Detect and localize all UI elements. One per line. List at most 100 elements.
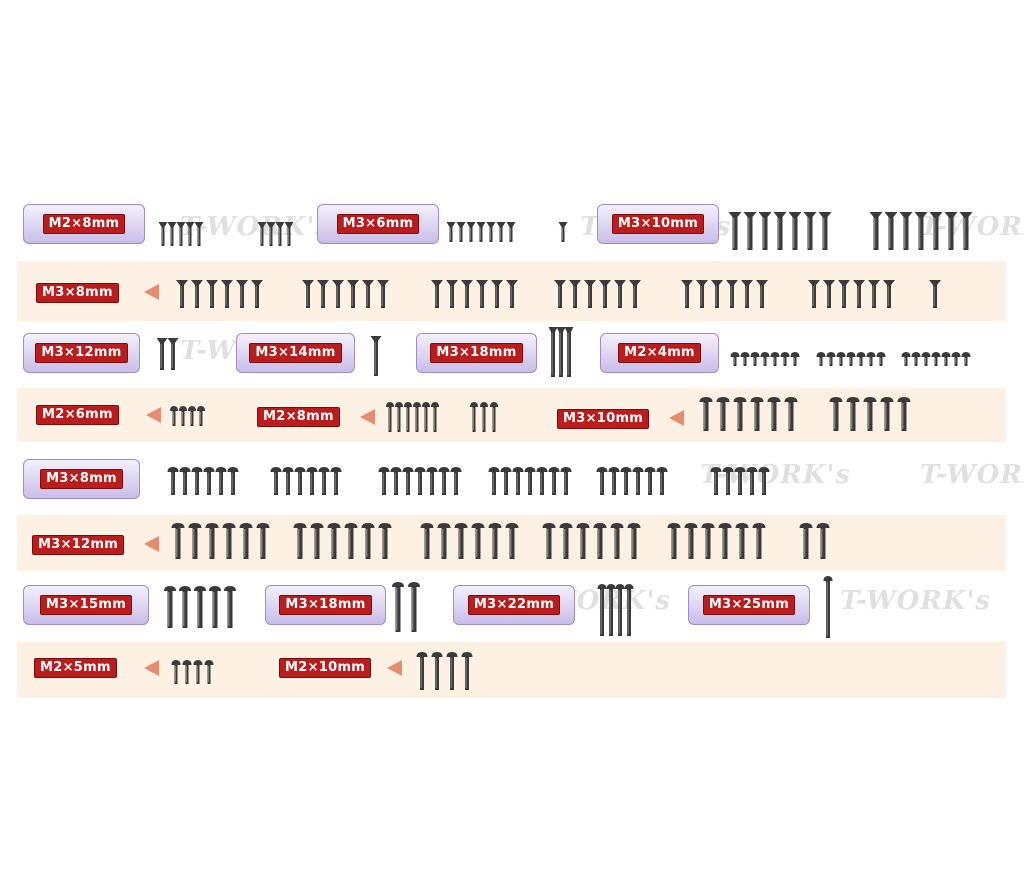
screw-icon <box>701 523 715 559</box>
screw-icon <box>536 467 548 495</box>
screw-icon <box>191 280 203 308</box>
screw-icon <box>490 402 498 432</box>
screw-icon <box>710 467 722 495</box>
screw-icon <box>734 467 746 495</box>
size-label: M3×8mm <box>36 283 119 303</box>
screw-icon <box>681 280 693 308</box>
screw-icon <box>408 582 420 632</box>
size-label: M3×18mm <box>279 595 372 615</box>
screw-icon <box>185 222 195 246</box>
screw-icon <box>829 397 843 431</box>
size-label: M3×10mm <box>557 409 650 429</box>
screw-icon <box>838 280 850 308</box>
screw-icon <box>416 652 428 690</box>
screw-icon <box>944 212 958 250</box>
row-band-small-button-head <box>17 642 1006 698</box>
screw-icon <box>204 660 214 684</box>
screw-icon <box>251 280 263 308</box>
screw-icon <box>632 467 644 495</box>
screw-icon <box>883 280 895 308</box>
screw-icon <box>750 352 760 366</box>
screw-icon <box>224 586 236 628</box>
screw-icon <box>179 467 191 495</box>
screw-icon <box>327 523 341 559</box>
screw-icon <box>170 406 178 426</box>
size-badge: M3×25mm <box>688 585 810 625</box>
screw-icon <box>880 397 894 431</box>
screw-icon <box>461 280 473 308</box>
screw-icon <box>386 402 394 432</box>
screw-icon <box>593 523 607 559</box>
screw-icon <box>179 406 187 426</box>
screw-icon <box>182 660 192 684</box>
screw-icon <box>914 212 928 250</box>
screw-icon <box>556 327 566 377</box>
screw-icon <box>431 280 443 308</box>
arrow-icon <box>144 660 159 676</box>
screw-icon <box>770 352 780 366</box>
screw-icon <box>461 652 473 690</box>
size-badge: M3×22mm <box>453 585 575 625</box>
screw-icon <box>911 352 921 366</box>
screw-icon <box>929 280 941 308</box>
screw-icon <box>816 352 826 366</box>
arrow-icon <box>669 410 684 426</box>
screw-icon <box>282 467 294 495</box>
screw-icon <box>564 327 574 377</box>
screw-icon <box>846 352 856 366</box>
size-label: M2×8mm <box>257 407 340 427</box>
screw-icon <box>438 467 450 495</box>
screw-icon <box>656 467 668 495</box>
size-label: M3×6mm <box>336 214 420 234</box>
screw-icon <box>767 397 781 431</box>
screw-icon <box>471 523 485 559</box>
screw-icon <box>629 280 641 308</box>
size-label: M2×4mm <box>618 343 701 363</box>
screw-icon <box>823 576 833 638</box>
size-label: M3×12mm <box>32 535 125 555</box>
size-label: M2×10mm <box>279 658 372 678</box>
screw-icon <box>306 467 318 495</box>
screw-icon <box>317 280 329 308</box>
screw-icon <box>194 586 206 628</box>
arrow-icon <box>144 284 159 300</box>
screw-icon <box>667 523 681 559</box>
screw-icon <box>711 280 723 308</box>
screw-icon <box>506 280 518 308</box>
screw-icon <box>191 467 203 495</box>
screw-icon <box>275 222 285 246</box>
arrow-icon <box>387 660 402 676</box>
screw-icon <box>716 397 730 431</box>
screw-icon <box>627 523 641 559</box>
screw-icon <box>816 523 830 559</box>
screw-icon <box>454 523 468 559</box>
screw-icon <box>194 222 204 246</box>
screw-icon <box>361 523 375 559</box>
screw-icon <box>205 523 219 559</box>
screw-icon <box>808 280 820 308</box>
screw-icon <box>624 584 634 636</box>
size-label: M3×22mm <box>467 595 561 615</box>
screw-icon <box>414 467 426 495</box>
screw-icon <box>856 352 866 366</box>
screw-icon <box>730 352 740 366</box>
screw-icon <box>735 523 749 559</box>
screw-icon <box>431 402 439 432</box>
size-label: M3×8mm <box>40 469 123 489</box>
screw-icon <box>413 402 421 432</box>
screw-icon <box>863 397 877 431</box>
screw-icon <box>733 397 747 431</box>
screw-icon <box>868 280 880 308</box>
screw-icon <box>203 467 215 495</box>
screw-icon <box>610 523 624 559</box>
screw-icon <box>929 212 943 250</box>
screw-icon <box>362 280 374 308</box>
screw-icon <box>347 280 359 308</box>
screw-icon <box>599 280 611 308</box>
screw-icon <box>506 222 516 242</box>
screw-icon <box>378 467 390 495</box>
screw-icon <box>584 280 596 308</box>
screw-icon <box>752 523 766 559</box>
screw-icon <box>236 280 248 308</box>
screw-icon <box>823 280 835 308</box>
